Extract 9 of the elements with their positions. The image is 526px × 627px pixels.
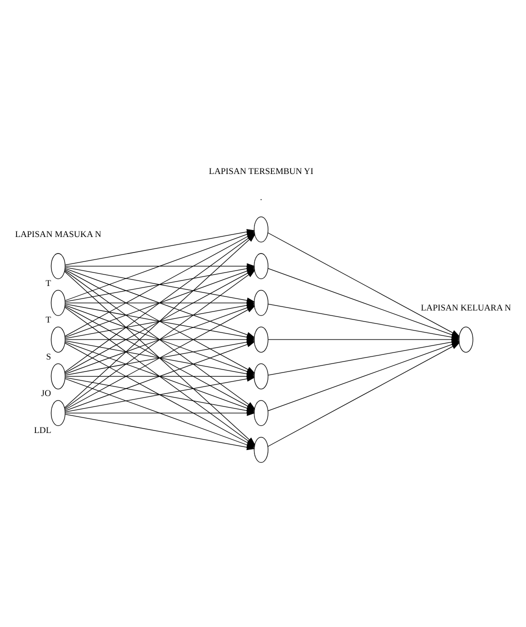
label: LAPISAN MASUKA N — [15, 228, 102, 239]
label: LAPISAN TERSEMBUN YI — [208, 166, 314, 176]
node-label: T — [46, 314, 52, 325]
label: LAPISAN KELUARA N — [420, 302, 511, 312]
node-label: LDL — [34, 424, 52, 435]
node-label: S — [46, 351, 52, 362]
node-label: JO — [41, 388, 52, 398]
label: . — [260, 192, 262, 202]
node-label: T — [46, 278, 52, 288]
